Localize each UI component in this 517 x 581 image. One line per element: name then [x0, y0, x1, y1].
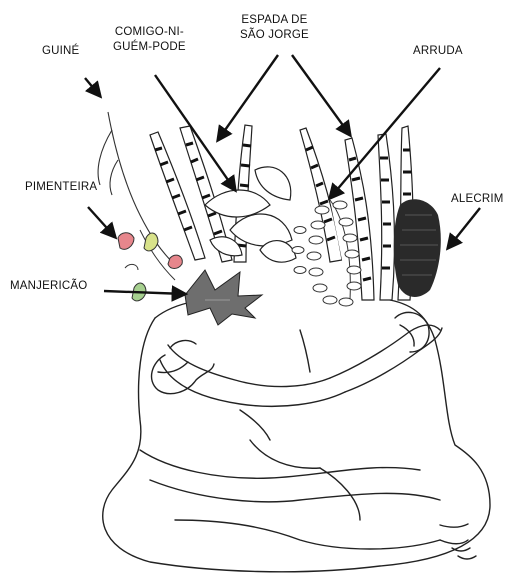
alecrim-plant — [394, 199, 441, 297]
manjericao-plant — [185, 270, 262, 325]
label-pimenteira-text: PIMENTEIRA — [25, 180, 97, 195]
label-espada-line-2: SÃO JORGE — [240, 28, 309, 43]
label-guine-text: GUINÉ — [42, 44, 79, 59]
label-espada-line-1: ESPADA DE — [240, 13, 309, 28]
guine-plant — [98, 112, 175, 265]
label-pimenteira: PIMENTEIRA — [25, 180, 97, 195]
arrow-alecrim — [448, 208, 480, 248]
label-manjericao-text: MANJERICÃO — [10, 279, 87, 294]
label-comigo-line-1: COMIGO-NI- — [113, 25, 186, 40]
label-arruda: ARRUDA — [413, 44, 463, 59]
arrow-manjericao — [104, 291, 185, 294]
label-alecrim: ALECRIM — [451, 192, 504, 207]
arrow-espada-right — [292, 55, 350, 135]
label-comigo-ninguem-pode: COMIGO-NI- GUÉM-PODE — [113, 25, 186, 55]
arrow-pimenteira — [88, 207, 115, 237]
seated-figure — [103, 299, 490, 572]
label-espada-de-sao-jorge: ESPADA DE SÃO JORGE — [240, 13, 309, 43]
label-arruda-text: ARRUDA — [413, 44, 463, 59]
label-guine: GUINÉ — [42, 44, 79, 59]
label-comigo-line-2: GUÉM-PODE — [113, 40, 186, 55]
label-manjericao: MANJERICÃO — [10, 279, 87, 294]
label-alecrim-text: ALECRIM — [451, 192, 504, 207]
pimenteira-plant — [118, 230, 182, 301]
arrow-guine — [85, 78, 100, 96]
espada-de-sao-jorge-plant — [150, 125, 413, 300]
